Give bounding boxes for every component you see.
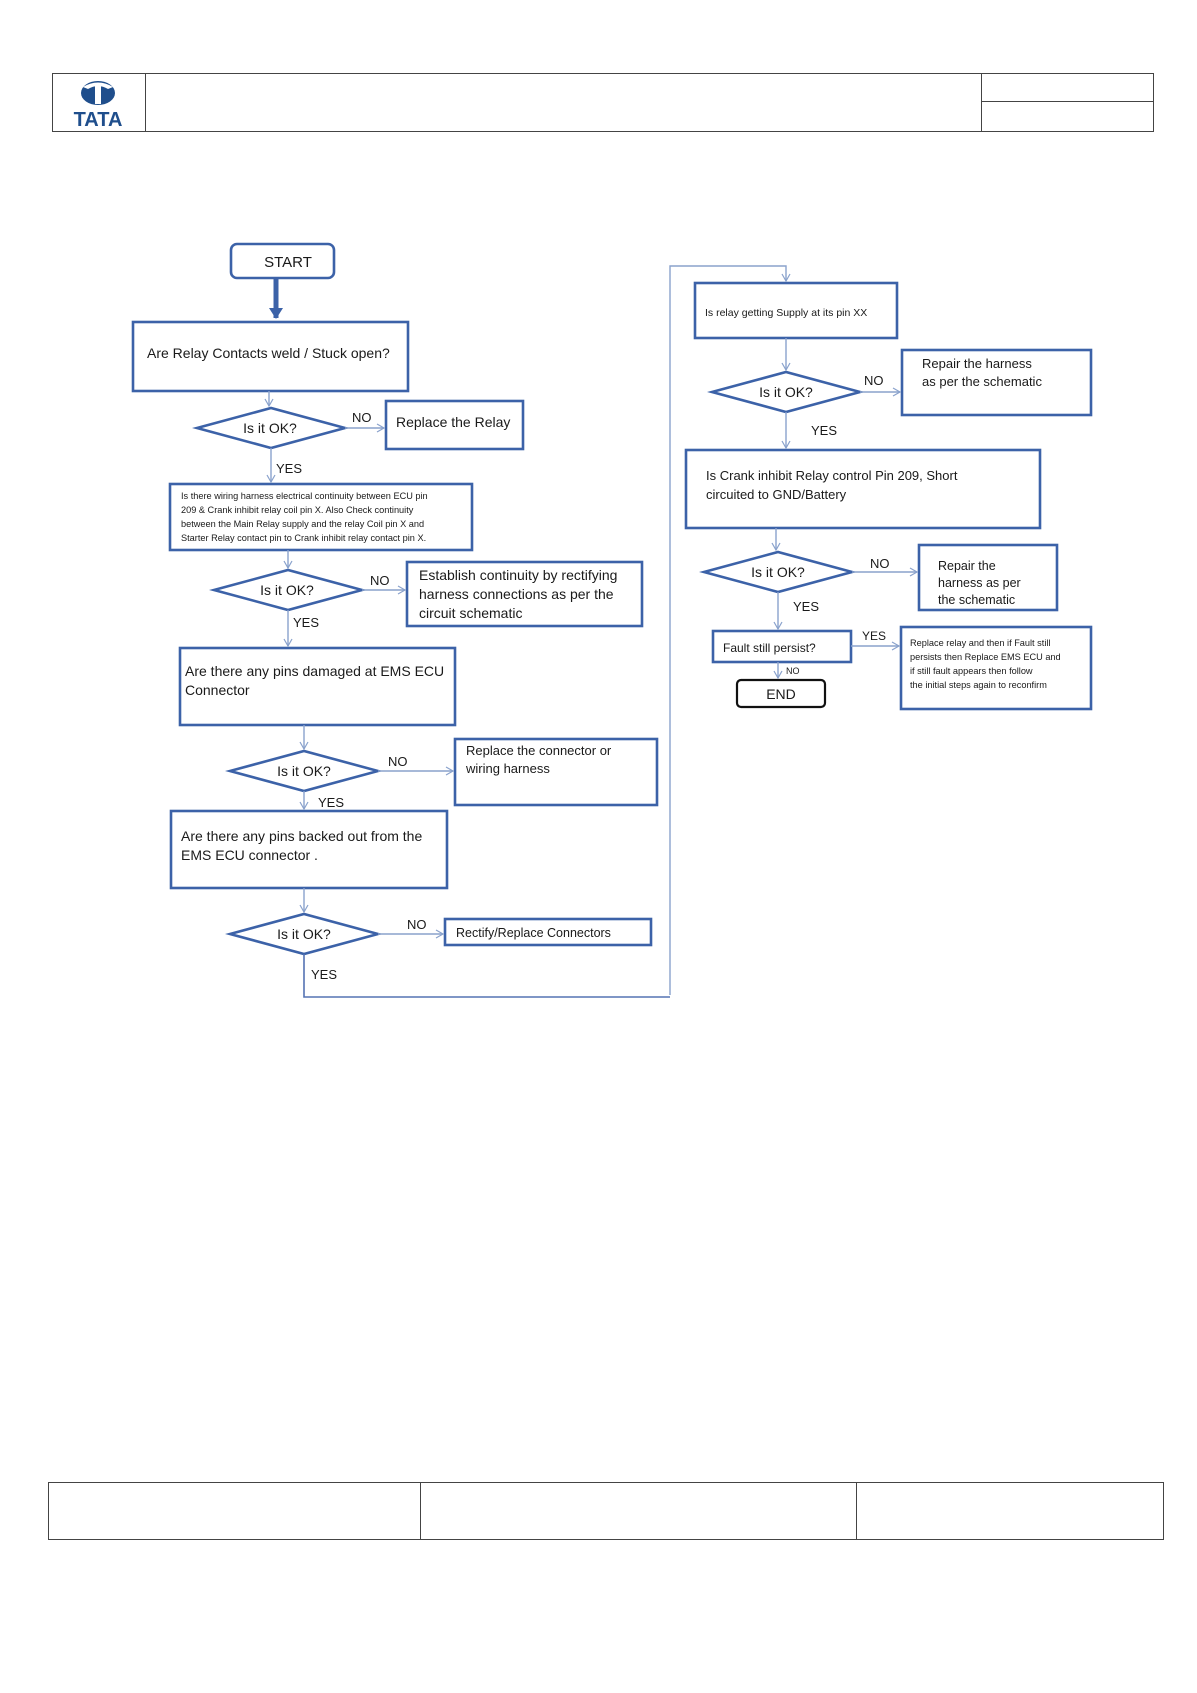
relay-supply-label: Is relay getting Supply at its pin XX xyxy=(705,307,867,319)
repair-harness-box-2 xyxy=(917,543,1059,612)
yes-label-7: YES xyxy=(862,629,886,643)
replace-relay-ecu-line-3: if still fault appears then follow xyxy=(910,666,1033,676)
replace-relay-ecu-box xyxy=(899,625,1093,711)
no-label-5: NO xyxy=(864,373,884,388)
rectify-connectors-box xyxy=(443,917,653,947)
replace-connector-line-1: Replace the connector or xyxy=(466,743,612,758)
end-terminal xyxy=(735,678,827,709)
start-label: START xyxy=(264,254,312,271)
continuity-line-3: between the Main Relay supply and the re… xyxy=(181,519,424,529)
replace-relay-ecu-line-1: Replace relay and then if Fault still xyxy=(910,638,1050,648)
establish-continuity-box xyxy=(405,560,644,628)
decision-3-label: Is it OK? xyxy=(277,763,331,779)
yes-label-4: YES xyxy=(311,967,337,982)
yes-label-6: YES xyxy=(793,599,819,614)
repair-harness-2-line-2: harness as per xyxy=(938,576,1021,590)
replace-relay-ecu-line-4: the initial steps again to reconfirm xyxy=(910,680,1047,690)
establish-line-3: circuit schematic xyxy=(419,605,522,621)
decision-6-label: Is it OK? xyxy=(751,564,805,580)
relay-contacts-label: Are Relay Contacts weld / Stuck open? xyxy=(147,345,390,361)
continuity-check-box xyxy=(168,482,474,552)
tata-logo: TATA xyxy=(53,74,146,131)
no-label-3: NO xyxy=(388,754,408,769)
pins-backed-line-2: EMS ECU connector . xyxy=(181,847,318,863)
no-label-4: NO xyxy=(407,917,427,932)
repair-harness-box-1 xyxy=(900,348,1093,417)
connector-line-up xyxy=(669,265,791,995)
replace-relay-label: Replace the Relay xyxy=(396,414,510,430)
footer-right-cell xyxy=(856,1482,1164,1540)
pins-damaged-box xyxy=(178,646,457,727)
replace-connector-line-2: wiring harness xyxy=(465,761,550,776)
yes-label-5: YES xyxy=(811,423,837,438)
continuity-line-2: 209 & Crank inhibit relay coil pin X. Al… xyxy=(181,505,414,515)
establish-line-2: harness connections as per the xyxy=(419,586,614,602)
replace-relay-box xyxy=(384,399,525,451)
crank-inhibit-line-1: Is Crank inhibit Relay control Pin 209, … xyxy=(706,468,958,483)
tata-logo-icon: TATA xyxy=(74,81,123,131)
establish-line-1: Establish continuity by rectifying xyxy=(419,567,617,583)
pins-backed-out-box xyxy=(169,809,449,890)
fault-persist-label: Fault still persist? xyxy=(723,641,816,655)
start-terminal xyxy=(229,242,336,280)
decision-5-label: Is it OK? xyxy=(759,384,813,400)
header-right-cell xyxy=(981,74,1153,131)
repair-harness-2-line-3: the schematic xyxy=(938,593,1015,607)
pins-damaged-line-2: Connector xyxy=(185,682,250,698)
repair-harness-1-line-1: Repair the harness xyxy=(922,356,1032,371)
pins-backed-line-1: Are there any pins backed out from the xyxy=(181,828,422,844)
rectify-connectors-label: Rectify/Replace Connectors xyxy=(456,926,611,940)
decision-4-label: Is it OK? xyxy=(277,926,331,942)
continuity-line-1: Is there wiring harness electrical conti… xyxy=(181,491,428,501)
crank-inhibit-box xyxy=(684,448,1042,530)
replace-connector-box xyxy=(453,737,659,807)
connector-line-bottom xyxy=(303,954,670,998)
replace-relay-ecu-line-2: persists then Replace EMS ECU and xyxy=(910,652,1061,662)
document-header: TATA xyxy=(52,73,1154,132)
relay-supply-box xyxy=(693,281,899,340)
yes-label-2: YES xyxy=(293,615,319,630)
repair-harness-2-line-1: Repair the xyxy=(938,559,996,573)
continuity-line-4: Starter Relay contact pin to Crank inhib… xyxy=(181,533,426,543)
yes-label-3: YES xyxy=(318,795,344,810)
repair-harness-1-line-2: as per the schematic xyxy=(922,374,1042,389)
decision-1-label: Is it OK? xyxy=(243,420,297,436)
end-label: END xyxy=(766,686,796,702)
svg-text:TATA: TATA xyxy=(74,109,123,131)
footer-center-cell xyxy=(420,1482,857,1540)
no-label-6: NO xyxy=(870,556,890,571)
yes-label-1: YES xyxy=(276,461,302,476)
no-label-1: NO xyxy=(352,410,372,425)
crank-inhibit-line-2: circuited to GND/Battery xyxy=(706,487,847,502)
pins-damaged-line-1: Are there any pins damaged at EMS ECU xyxy=(185,663,444,679)
footer-left-cell xyxy=(48,1482,421,1540)
header-right-divider xyxy=(982,101,1153,102)
decision-2-label: Is it OK? xyxy=(260,582,314,598)
relay-contacts-box xyxy=(131,320,410,393)
no-label-2: NO xyxy=(370,573,390,588)
no-label-7: NO xyxy=(786,666,800,676)
